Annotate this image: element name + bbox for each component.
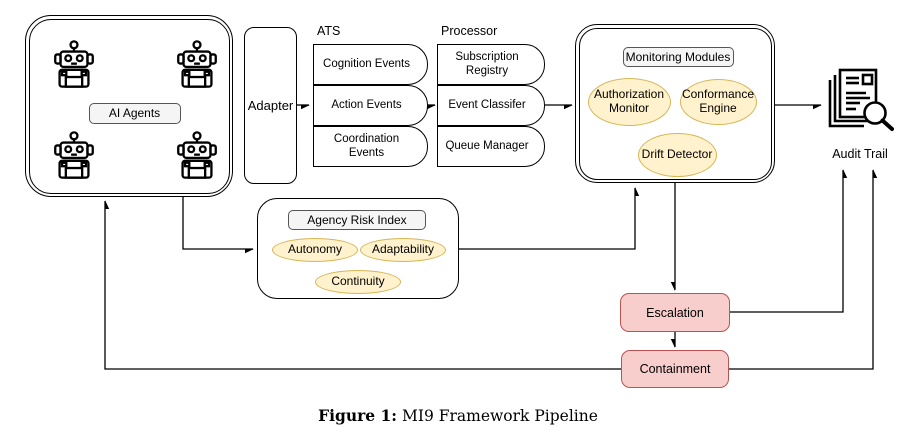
figure-caption: Figure 1: MI9 Framework Pipeline bbox=[0, 406, 916, 425]
figure-caption-label: Figure 1: bbox=[318, 406, 398, 425]
drift-detector-ellipse: Drift Detector bbox=[637, 132, 717, 177]
figure-caption-text: MI9 Framework Pipeline bbox=[401, 407, 598, 425]
processor-group-label: Processor bbox=[441, 24, 498, 38]
cognition-events-box: Cognition Events bbox=[313, 44, 428, 85]
robot-icon bbox=[176, 130, 217, 179]
audit-trail-label: Audit Trail bbox=[832, 147, 888, 161]
adapter-box: Adapter bbox=[244, 27, 297, 184]
autonomy-ellipse: Autonomy bbox=[272, 238, 358, 262]
monitoring-modules-label: Monitoring Modules bbox=[622, 46, 734, 67]
adaptability-ellipse: Adaptability bbox=[360, 238, 446, 262]
robot-icon bbox=[53, 130, 94, 179]
robot-icon bbox=[53, 39, 94, 88]
ai-agents-box: AI Agents bbox=[25, 15, 233, 197]
authorization-monitor-ellipse: Authorization Monitor bbox=[587, 77, 671, 126]
containment-box: Containment bbox=[621, 350, 729, 388]
conformance-engine-ellipse: Conformance Engine bbox=[679, 78, 757, 125]
escalation-box: Escalation bbox=[620, 293, 730, 332]
action-events-box: Action Events bbox=[313, 85, 428, 126]
coordination-events-box: Coordination Events bbox=[313, 126, 428, 167]
continuity-ellipse: Continuity bbox=[315, 270, 401, 294]
queue-manager-box: Queue Manager bbox=[437, 126, 545, 167]
ai-agents-label: AI Agents bbox=[88, 102, 181, 124]
subscription-registry-box: Subscription Registry bbox=[437, 44, 545, 85]
event-classifer-box: Event Classifer bbox=[437, 85, 545, 126]
agency-risk-index-label: Agency Risk Index bbox=[288, 210, 426, 230]
audit-document-magnifier-icon bbox=[828, 68, 894, 131]
monitoring-modules-box: Monitoring Modules Authorization Monitor… bbox=[575, 24, 775, 183]
robot-icon bbox=[176, 39, 217, 88]
ats-group-label: ATS bbox=[317, 24, 341, 38]
agency-risk-index-box: Agency Risk Index Autonomy Adaptability … bbox=[257, 198, 459, 299]
